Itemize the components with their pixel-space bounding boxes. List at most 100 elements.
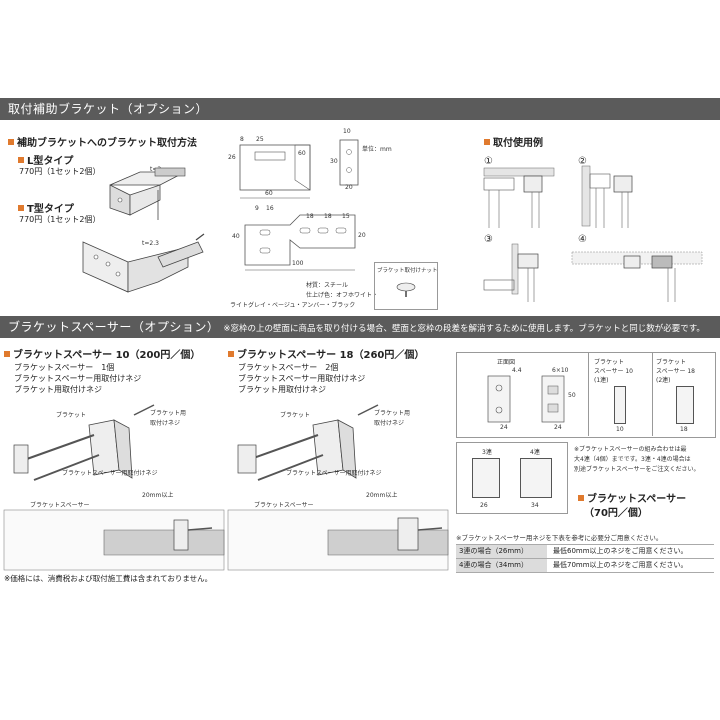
- example-1-drawing: [483, 167, 555, 228]
- multi-spacer-box: [456, 442, 568, 514]
- thickness-t: t=2.3: [142, 240, 159, 247]
- example-2-num: ②: [578, 156, 587, 167]
- table-cell-type: 3連の場合（26mm）: [456, 545, 547, 558]
- dim-15: 15: [342, 213, 350, 220]
- sp10-callout-20: 20mm以上: [142, 492, 174, 499]
- example-1-num: ①: [484, 156, 493, 167]
- section-title-spacer: ブラケットスペーサー（オプション）: [8, 320, 220, 334]
- spacer-views-box: [456, 352, 716, 438]
- nut-icon: [396, 282, 416, 297]
- dim-8: 8: [240, 136, 244, 143]
- sp18-drawing: [227, 404, 449, 571]
- dim-60a: 60: [298, 150, 306, 157]
- sp18-callout-bracket: ブラケット: [280, 412, 311, 419]
- section-bar-spacer: ブラケットスペーサー（オプション）※窓枠の上の壁面に商品を取り付ける場合、壁面と…: [0, 316, 720, 338]
- sp18-callout-spscrew: ブラケットスペーサー用取付けネジ: [286, 470, 382, 477]
- sp10-callout-screw2: 取付けネジ: [150, 420, 181, 427]
- dim-9: 9: [255, 205, 259, 212]
- spacer-price-heading: ブラケットスペーサー: [578, 490, 686, 505]
- dim-20: 20: [345, 184, 353, 191]
- table-cell-length: 最低70mm以上のネジをご用意ください。: [553, 561, 688, 569]
- sp10-item-3: ブラケット用取付けネジ: [14, 385, 102, 394]
- example-2-drawing: [581, 165, 633, 228]
- sp10-callout-bracket: ブラケット: [56, 412, 87, 419]
- combo-note-1: ※ブラケットスペーサーの組み合わせは最: [574, 446, 687, 453]
- triple-spacer: [472, 458, 500, 498]
- sp18-item-2: ブラケットスペーサー用取付けネジ: [238, 374, 366, 383]
- unit-label: 単位：mm: [362, 146, 392, 153]
- l-type-price: 770円（1セット2個）: [19, 167, 101, 176]
- dim-24a: 24: [500, 424, 508, 431]
- screw-note: ※ブラケットスペーサー用ネジを下表を参考に必要分ご用意ください。: [456, 534, 663, 542]
- footer-note: ※価格には、消費税および取付施工費は含まれておりません。: [4, 574, 213, 583]
- table-row: 4連の場合（34mm） 最低70mm以上のネジをご用意ください。: [456, 558, 714, 573]
- material: 材質：スチール: [306, 282, 349, 289]
- sp18-item-1: ブラケットスペーサー 2個: [238, 363, 339, 372]
- divider-2: [652, 352, 653, 436]
- nut-label: ブラケット取付けナット: [377, 268, 438, 274]
- dim-50: 50: [568, 392, 576, 399]
- front-view-drawing: [487, 375, 565, 423]
- sp10-view-label-b: スペーサー 10: [594, 368, 634, 375]
- table-row: 3連の場合（26mm） 最低60mm以上のネジをご用意ください。: [456, 544, 714, 558]
- sp18-view-label-c: (2連): [656, 377, 671, 384]
- dim-24b: 24: [554, 424, 562, 431]
- dim-16: 16: [266, 205, 274, 212]
- screw-table: 3連の場合（26mm） 最低60mm以上のネジをご用意ください。 4連の場合（3…: [456, 544, 714, 573]
- dim-sp18: 18: [680, 426, 688, 433]
- spacer-price: （70円／個）: [584, 508, 648, 519]
- sp18-view-label-b: スペーサー 18: [656, 368, 696, 375]
- sp10-callout-spacer: ブラケットスペーサー: [30, 502, 90, 509]
- section-title: 取付補助ブラケット（オプション）: [8, 102, 209, 116]
- t-type-price: 770円（1セット2個）: [19, 215, 101, 224]
- t-type-label: T型タイプ: [18, 200, 74, 215]
- sp10-item-1: ブラケットスペーサー 1個: [14, 363, 115, 372]
- combo-note-2: 大4連（4個）までです。3連・4連の場合は: [574, 456, 691, 463]
- sp18-callout-screw2: 取付けネジ: [374, 420, 405, 427]
- colors: ライトグレイ・ベージュ・アンバー・ブラック: [230, 302, 356, 309]
- quad-spacer: [520, 458, 552, 498]
- example-4-num: ④: [578, 234, 587, 245]
- examples-heading: 取付使用例: [484, 134, 543, 149]
- finish: 仕上げ色：オフホワイト・: [306, 292, 379, 299]
- sp18-heading: ブラケットスペーサー 18（260円／個）: [228, 346, 424, 361]
- triple-label: 3連: [482, 449, 492, 456]
- sp10-items: ブラケットスペーサー 1個 ブラケットスペーサー用取付けネジ ブラケット用取付け…: [14, 362, 141, 395]
- sp10-heading: ブラケットスペーサー 10（200円／個）: [4, 346, 200, 361]
- l-bracket-drawing: [109, 167, 186, 220]
- l-type-label: L型タイプ: [18, 152, 73, 167]
- example-3-drawing: [483, 243, 539, 302]
- dim-25: 25: [256, 136, 264, 143]
- sp18-callout-20: 20mm以上: [366, 492, 398, 499]
- dim-30: 30: [330, 158, 338, 165]
- sp10-item-2: ブラケットスペーサー用取付けネジ: [14, 374, 142, 383]
- dimension-drawings: [239, 139, 359, 271]
- dim-34-multi: 34: [531, 502, 539, 509]
- dim-20b: 20: [358, 232, 366, 239]
- dim-26-multi: 26: [480, 502, 488, 509]
- dim-sp10: 10: [616, 426, 624, 433]
- sp10-side-view: [614, 386, 626, 424]
- sp18-item-3: ブラケット用取付けネジ: [238, 385, 326, 394]
- dim-4-4: 4.4: [512, 367, 522, 374]
- sp18-view-label-a: ブラケット: [656, 359, 687, 366]
- sp18-callout-spacer: ブラケットスペーサー: [254, 502, 314, 509]
- method-heading: 補助ブラケットへのブラケット取付方法: [8, 134, 197, 149]
- table-cell-type: 4連の場合（34mm）: [456, 559, 547, 572]
- dim-26: 26: [228, 154, 236, 161]
- sp10-drawing: [3, 404, 225, 571]
- example-4-drawing: [571, 251, 703, 302]
- sp10-callout-spscrew: ブラケットスペーサー用取付けネジ: [62, 470, 158, 477]
- example-3-num: ③: [484, 234, 493, 245]
- quad-label: 4連: [530, 449, 540, 456]
- table-cell-length: 最低60mm以上のネジをご用意ください。: [553, 547, 688, 555]
- section-bar-bracket: 取付補助ブラケット（オプション）: [0, 98, 720, 120]
- combo-note-3: 別途ブラケットスペーサーをご注文ください。: [574, 466, 700, 473]
- dim-18a: 18: [306, 213, 314, 220]
- dim-40: 40: [232, 233, 240, 240]
- sp18-side-view: [676, 386, 694, 424]
- sp10-view-label-c: (1連): [594, 377, 609, 384]
- section-note: ※窓枠の上の壁面に商品を取り付ける場合、壁面と窓枠の段差を解消するために使用しま…: [223, 324, 705, 334]
- dim-10: 10: [343, 128, 351, 135]
- sp10-callout-screw: ブラケット用: [150, 410, 187, 417]
